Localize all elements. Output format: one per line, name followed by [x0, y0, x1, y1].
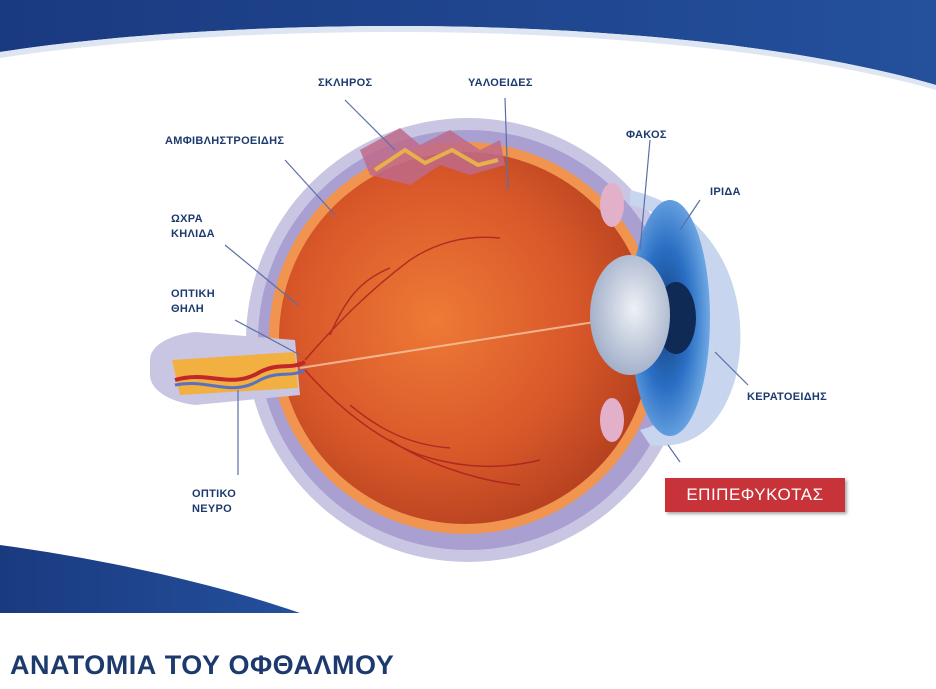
bottom-banner [0, 545, 300, 613]
lens [590, 255, 670, 375]
label-macula: ΩΧΡΑ ΚΗΛΙΔΑ [171, 212, 215, 242]
top-banner [0, 0, 936, 85]
eye-diagram [0, 0, 936, 630]
label-vitreous: ΥΑΛΟΕΙΔΕΣ [468, 76, 533, 91]
page-title: ΑΝΑΤΟΜΙΑ ΤΟΥ ΟΦΘΑΛΜΟΥ [10, 650, 394, 681]
label-macula-line1: ΩΧΡΑ [171, 212, 215, 227]
label-lens: ΦΑΚΟΣ [626, 128, 667, 143]
eye-anatomy-slide: ΣΚΛΗΡΟΣ ΥΑΛΟΕΙΔΕΣ ΑΜΦΙΒΛΗΣΤΡΟΕΙΔΗΣ ΦΑΚΟΣ… [0, 0, 936, 630]
label-optic-disc-line2: ΘΗΛΗ [171, 302, 215, 317]
label-iris: ΙΡΙΔΑ [710, 185, 741, 200]
label-retina: ΑΜΦΙΒΛΗΣΤΡΟΕΙΔΗΣ [165, 134, 284, 149]
label-macula-line2: ΚΗΛΙΔΑ [171, 227, 215, 242]
label-optic-nerve: ΟΠΤΙΚΟ ΝΕΥΡΟ [192, 487, 236, 517]
label-optic-nerve-line2: ΝΕΥΡΟ [192, 502, 236, 517]
label-sclera: ΣΚΛΗΡΟΣ [318, 76, 372, 91]
label-cornea: ΚΕΡΑΤΟΕΙΔΗΣ [747, 390, 827, 405]
label-conjunctiva-box: ΕΠΙΠΕΦΥΚΟΤΑΣ [665, 478, 845, 512]
label-optic-disc-line1: ΟΠΤΙΚΗ [171, 287, 215, 302]
label-optic-disc: ΟΠΤΙΚΗ ΘΗΛΗ [171, 287, 215, 317]
label-optic-nerve-line1: ΟΠΤΙΚΟ [192, 487, 236, 502]
